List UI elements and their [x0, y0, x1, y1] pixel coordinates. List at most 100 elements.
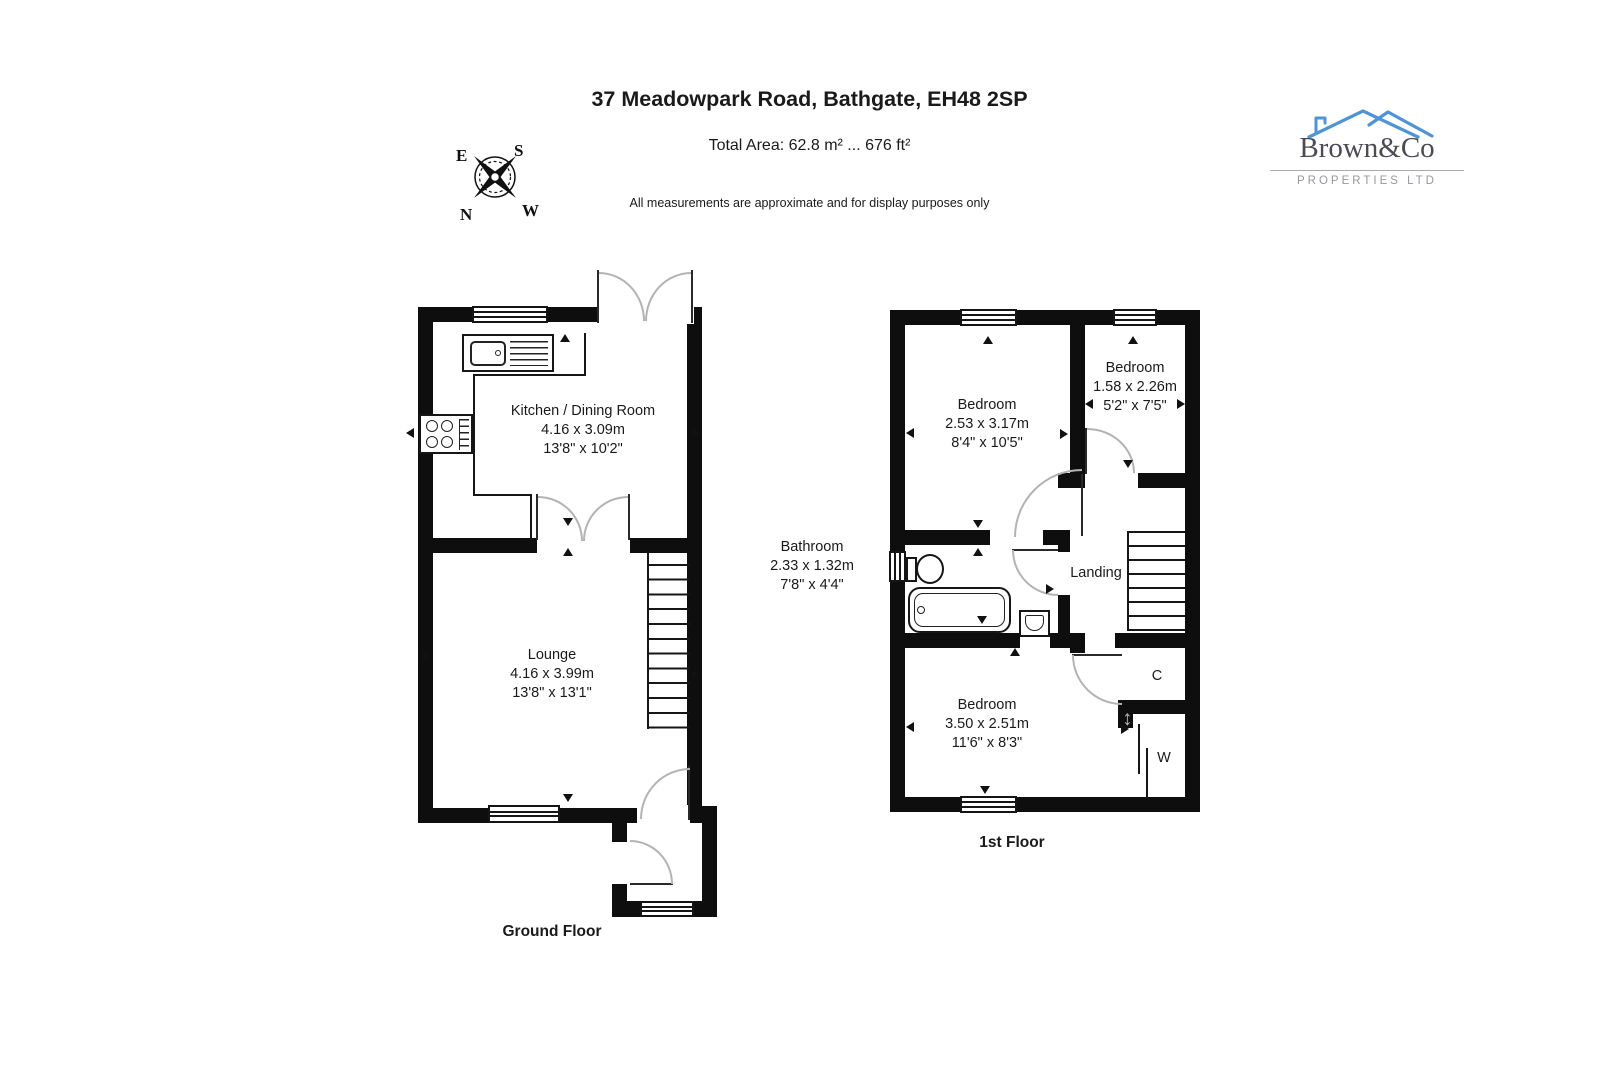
wall [630, 538, 687, 553]
direction-marker [692, 670, 700, 680]
door-leaf [691, 270, 693, 323]
room-name: Bedroom [1105, 360, 1165, 376]
wall [1050, 633, 1070, 648]
room-label-bedroom1: Bedroom 2.53 x 3.17m 8'4" x 10'5" [905, 396, 1069, 453]
window [889, 551, 906, 582]
door-leaf [1081, 474, 1083, 536]
room-size-imperial: 5'2" x 7'5" [1103, 398, 1167, 414]
room-label-bedroom2: Bedroom 1.58 x 2.26m 5'2" x 7'5" [1085, 359, 1185, 416]
hob [419, 414, 473, 454]
room-label-lounge: Lounge 4.16 x 3.99m 13'8" x 13'1" [442, 646, 662, 703]
kitchen-sink [462, 334, 554, 372]
agency-subtitle: PROPERTIES LTD [1297, 175, 1437, 187]
direction-marker [1060, 429, 1068, 439]
room-name: Lounge [527, 647, 577, 663]
counter-edge [530, 494, 532, 540]
wall [612, 822, 627, 842]
window [488, 805, 560, 823]
staircase [647, 551, 690, 729]
door-arc [630, 840, 673, 884]
direction-marker [1177, 399, 1185, 409]
direction-marker [1085, 399, 1093, 409]
window [960, 796, 1017, 813]
room-size-imperial: 7'8" x 4'4" [780, 577, 844, 593]
compass-north-label: N [460, 205, 473, 224]
burner [441, 436, 453, 448]
direction-marker [1123, 460, 1133, 468]
room-name: Bedroom [957, 697, 1017, 713]
direction-marker [563, 548, 573, 556]
room-size-metric: 4.16 x 3.09m [541, 422, 625, 438]
wall [1070, 633, 1085, 653]
sliding-door-line [1138, 724, 1140, 774]
room-size-imperial: 11'6" x 8'3" [951, 735, 1023, 751]
direction-marker [560, 334, 570, 342]
counter-edge [473, 374, 475, 496]
room-name: Landing [1070, 565, 1122, 581]
room-label-bathroom: Bathroom 2.33 x 1.32m 7'8" x 4'4" [737, 538, 887, 595]
door-leaf [1085, 428, 1087, 474]
room-label-bedroom3: Bedroom 3.50 x 2.51m 11'6" x 8'3" [905, 696, 1069, 753]
agency-name: Brown&Co [1299, 132, 1435, 164]
compass-rose-icon: E S N W [456, 141, 539, 224]
burner [426, 436, 438, 448]
sink-bowl [470, 341, 506, 366]
direction-marker [973, 520, 983, 528]
wall [433, 538, 537, 553]
room-size-imperial: 13'8" x 10'2" [543, 441, 623, 457]
counter-edge [473, 374, 586, 376]
direction-marker [420, 651, 428, 661]
measurements-disclaimer: All measurements are approximate and for… [629, 196, 990, 210]
door-leaf [597, 270, 599, 323]
cupboard-label: C [1151, 668, 1163, 684]
room-size-imperial: 13'8" x 13'1" [512, 685, 592, 701]
room-label-landing: Landing [1056, 564, 1136, 583]
agency-logo: Brown&Co PROPERTIES LTD [1262, 106, 1472, 198]
door-arc [645, 272, 691, 321]
door-leaf [630, 883, 673, 885]
room-size-metric: 4.16 x 3.99m [510, 666, 594, 682]
hob-controls [459, 419, 469, 450]
wall [905, 633, 1020, 648]
sliding-door-line [1146, 748, 1148, 798]
room-name: Bedroom [957, 397, 1017, 413]
door-arc [599, 272, 645, 321]
direction-marker [1046, 584, 1054, 594]
direction-marker [563, 518, 573, 526]
direction-marker [973, 548, 983, 556]
sink-drain [495, 350, 501, 356]
direction-marker [977, 616, 987, 624]
direction-marker [980, 786, 990, 794]
logo-divider [1270, 170, 1464, 171]
room-name: Kitchen / Dining Room [510, 403, 656, 419]
window [472, 306, 548, 323]
room-size-metric: 3.50 x 2.51m [945, 716, 1029, 732]
wardrobe-label: W [1157, 750, 1171, 766]
bathtub [908, 587, 1011, 633]
counter-edge [473, 494, 532, 496]
room-size-metric: 2.53 x 3.17m [945, 416, 1029, 432]
sink-drainer [510, 341, 548, 366]
wall [1058, 595, 1070, 635]
room-size-metric: 2.33 x 1.32m [770, 558, 854, 574]
property-address: 37 Meadowpark Road, Bathgate, EH48 2SP [591, 87, 1028, 111]
wall [1070, 325, 1085, 473]
wall [702, 806, 717, 917]
direction-marker [563, 794, 573, 802]
ground-floor-label: Ground Floor [502, 923, 602, 940]
room-name: Bathroom [780, 539, 844, 555]
direction-marker [1010, 648, 1020, 656]
compass-south-label: S [514, 141, 523, 160]
compass-east-label: E [456, 146, 467, 165]
compass-west-label: W [522, 201, 539, 220]
wall [1138, 473, 1185, 488]
first-floor-label: 1st Floor [979, 834, 1045, 851]
window [960, 309, 1017, 326]
wall [612, 884, 627, 904]
direction-marker [692, 428, 700, 438]
room-size-metric: 1.58 x 2.26m [1093, 379, 1177, 395]
direction-marker [906, 722, 914, 732]
door-leaf [536, 494, 538, 540]
toilet-bowl [916, 554, 944, 584]
